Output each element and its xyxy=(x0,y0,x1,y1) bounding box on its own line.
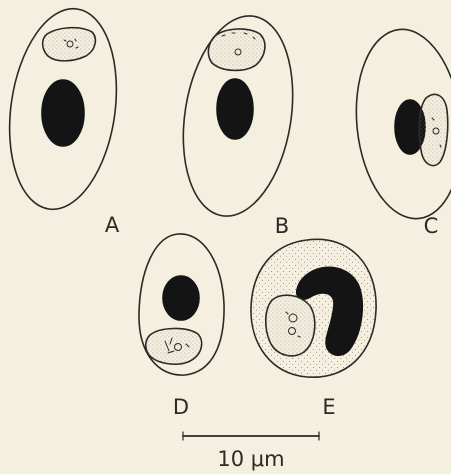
cell-a xyxy=(0,2,129,217)
cell-d xyxy=(139,234,224,375)
cell-a-parasite xyxy=(43,28,96,61)
cell-b-nucleus xyxy=(217,79,253,139)
cell-d-nucleus xyxy=(163,276,199,320)
cell-a-nucleus xyxy=(42,80,84,146)
cell-c xyxy=(347,24,451,224)
scale-bar-label: 10 μm xyxy=(217,447,284,471)
cell-d-parasite xyxy=(146,328,202,364)
cell-e xyxy=(251,239,376,377)
scale-bar xyxy=(183,432,319,440)
panel-label-e: E xyxy=(322,395,335,419)
panel-label-b: B xyxy=(275,214,289,238)
panel-label-c: C xyxy=(424,214,439,238)
cell-b xyxy=(170,8,306,224)
panel-label-d: D xyxy=(173,395,189,419)
panel-label-a: A xyxy=(105,213,120,237)
cell-e-parasite-stipple xyxy=(266,295,315,356)
